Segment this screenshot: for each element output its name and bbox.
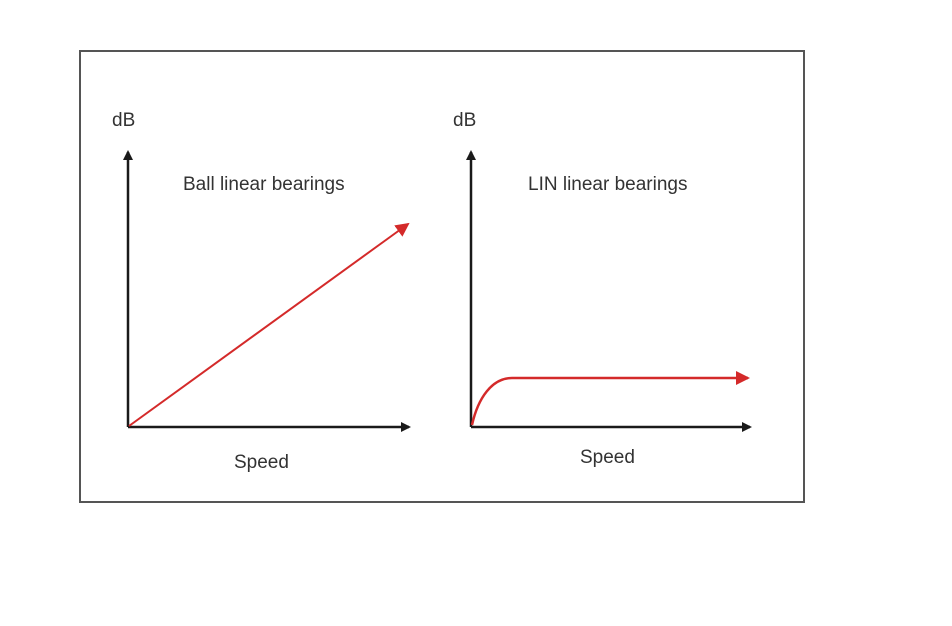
- right-y-axis-label: dB: [453, 110, 477, 131]
- left-axes: [123, 150, 411, 432]
- right-panel-title: LIN linear bearings: [528, 174, 688, 195]
- ball-bearing-line: [128, 222, 410, 427]
- lin-bearing-curve: [470, 371, 750, 426]
- left-y-axis-label: dB: [112, 110, 136, 131]
- left-x-axis-label: Speed: [234, 452, 289, 473]
- right-x-axis-label: Speed: [580, 447, 635, 468]
- right-axes: [466, 150, 752, 432]
- left-panel-title: Ball linear bearings: [183, 174, 345, 195]
